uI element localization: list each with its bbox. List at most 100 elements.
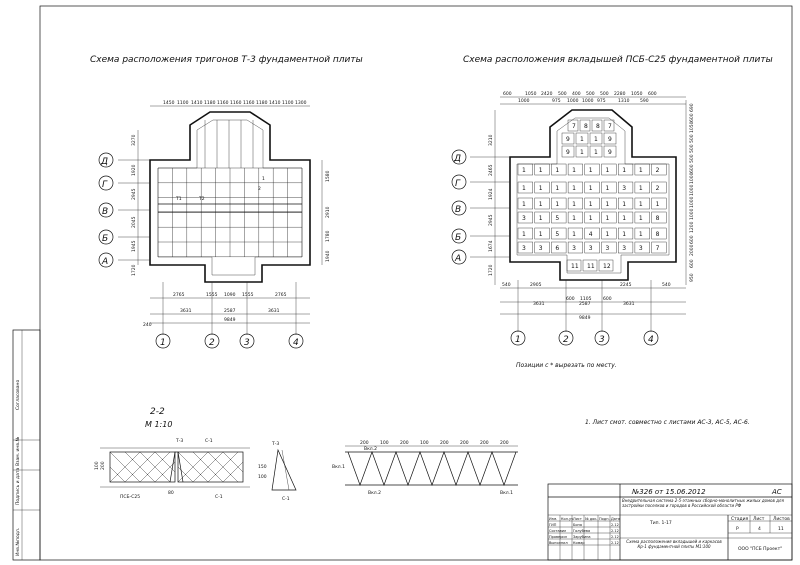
dim-top: 1410 <box>191 100 203 106</box>
doc-number: №326 от 15.06.2012 <box>631 488 706 496</box>
right-plan-title: Схема расположения вкладышей ПСБ-С25 фун… <box>463 55 773 65</box>
insert-number: 9 <box>608 136 612 143</box>
dim-bottom: 3631 <box>180 308 192 314</box>
insert-cell <box>651 197 667 210</box>
truss-dim: 200 <box>440 440 449 446</box>
insert-number: 1 <box>622 201 626 208</box>
insert-number: 7 <box>656 245 660 252</box>
insert-cell <box>634 163 650 176</box>
dim-side: 1000 <box>689 172 695 184</box>
insert-number: 3 <box>639 245 643 252</box>
col-header: Лист <box>573 517 582 521</box>
section-mark: 100 <box>258 474 267 480</box>
dim-top: 1180 <box>204 100 216 106</box>
dim-side: 500 <box>689 144 695 153</box>
dim-top: 1160 <box>243 100 255 106</box>
dim-top: 1050 <box>525 91 537 97</box>
insert-number: 1 <box>589 167 593 174</box>
insert-cell <box>567 181 583 194</box>
insert-number: 11 <box>587 263 595 270</box>
insert-cell <box>534 181 550 194</box>
insert-cell <box>634 227 650 240</box>
dim-side: 1200 <box>689 221 695 233</box>
insert-cell <box>567 197 583 210</box>
insert-cell <box>584 241 600 254</box>
insert-number: 1 <box>539 185 543 192</box>
dim-bottom: 540 <box>502 282 511 288</box>
insert-number: 3 <box>572 245 576 252</box>
dim-side: 1720 <box>488 264 494 276</box>
insert-cell <box>651 181 667 194</box>
dim-top: 500 <box>586 91 595 97</box>
insert-number: 1 <box>580 149 584 156</box>
dim-top: 1000 <box>518 98 530 104</box>
insert-number: 1 <box>622 215 626 222</box>
dim-top: 1160 <box>217 100 229 106</box>
insert-number: 1 <box>555 201 559 208</box>
truss-dim: 200 <box>460 440 469 446</box>
marker: Т2 <box>198 196 205 202</box>
sheets-value: 11 <box>778 526 784 532</box>
dim-side: 1000 <box>689 184 695 196</box>
insert-cell <box>618 211 634 224</box>
insert-cell <box>634 197 650 210</box>
dim-top: 1310 <box>618 98 630 104</box>
insert-number: 9 <box>566 149 570 156</box>
section-2-2: 2-2 М 1:10 Т-3 С-1 С-1 100 200 80 Т-3 С-… <box>94 407 518 502</box>
insert-cell <box>603 119 615 132</box>
insert-number: 1 <box>656 201 660 208</box>
dim-overall: 9849 <box>579 315 591 321</box>
dim-top: 590 <box>640 98 649 104</box>
dim-top: 500 <box>558 91 567 97</box>
insert-number: 1 <box>606 185 610 192</box>
stage-value: Р <box>736 526 739 532</box>
insert-number: 4 <box>589 231 593 238</box>
marker: 1 <box>262 176 265 182</box>
role: Составил <box>549 529 566 533</box>
dim-top: 600 <box>648 91 657 97</box>
section-label: Т-3 <box>271 441 279 447</box>
insert-cell <box>601 181 617 194</box>
left-axis-letters: Д Г В Б А <box>98 152 114 268</box>
sheet-code: АС <box>771 488 782 496</box>
section-label: С-1 <box>205 438 213 444</box>
insert-number: 1 <box>572 185 576 192</box>
sheets-header: Листов <box>773 516 790 522</box>
insert-number: 8 <box>584 123 588 130</box>
date: 2.12 <box>611 529 619 533</box>
dim-side: 500 <box>689 154 695 163</box>
person: Зарубина <box>573 535 591 539</box>
axis-number: 1 <box>515 335 521 345</box>
insert-cell <box>534 211 550 224</box>
section-dim: 200 <box>100 461 106 470</box>
insert-number: 6 <box>555 245 559 252</box>
insert-cell <box>634 181 650 194</box>
stamp-label: Инв.№подл. <box>15 528 21 556</box>
insert-number: 1 <box>539 201 543 208</box>
insert-cell <box>651 163 667 176</box>
dim-top: 1450 <box>163 100 175 106</box>
sheet-title: Схема расположения вкладышей и каркасов … <box>626 539 722 549</box>
axis-number: 4 <box>648 335 654 345</box>
insert-cell <box>601 197 617 210</box>
insert-number: 3 <box>622 245 626 252</box>
dim-side: 1720 <box>131 264 137 276</box>
note-main: 1. Лист смот. совместно с листами АС-3, … <box>585 419 750 426</box>
truss-dim: 200 <box>360 440 369 446</box>
axis-letter: А <box>454 254 461 264</box>
insert-cell <box>634 241 650 254</box>
dim-top: 2280 <box>614 91 626 97</box>
insert-cell <box>517 181 533 194</box>
dim-bottom: 2245 <box>620 282 632 288</box>
dim-top: 1000 <box>567 98 579 104</box>
right-axis-numbers: 1 2 3 4 <box>510 330 659 346</box>
insert-cell <box>589 145 603 158</box>
dim-bottom: 600 <box>566 296 575 302</box>
dim-side: 1000 <box>689 196 695 208</box>
truss-dim: 100 <box>380 440 389 446</box>
role: Выполнил <box>549 541 568 545</box>
insert-number: 1 <box>555 167 559 174</box>
truss-mark: Вкл.1 <box>500 490 513 496</box>
